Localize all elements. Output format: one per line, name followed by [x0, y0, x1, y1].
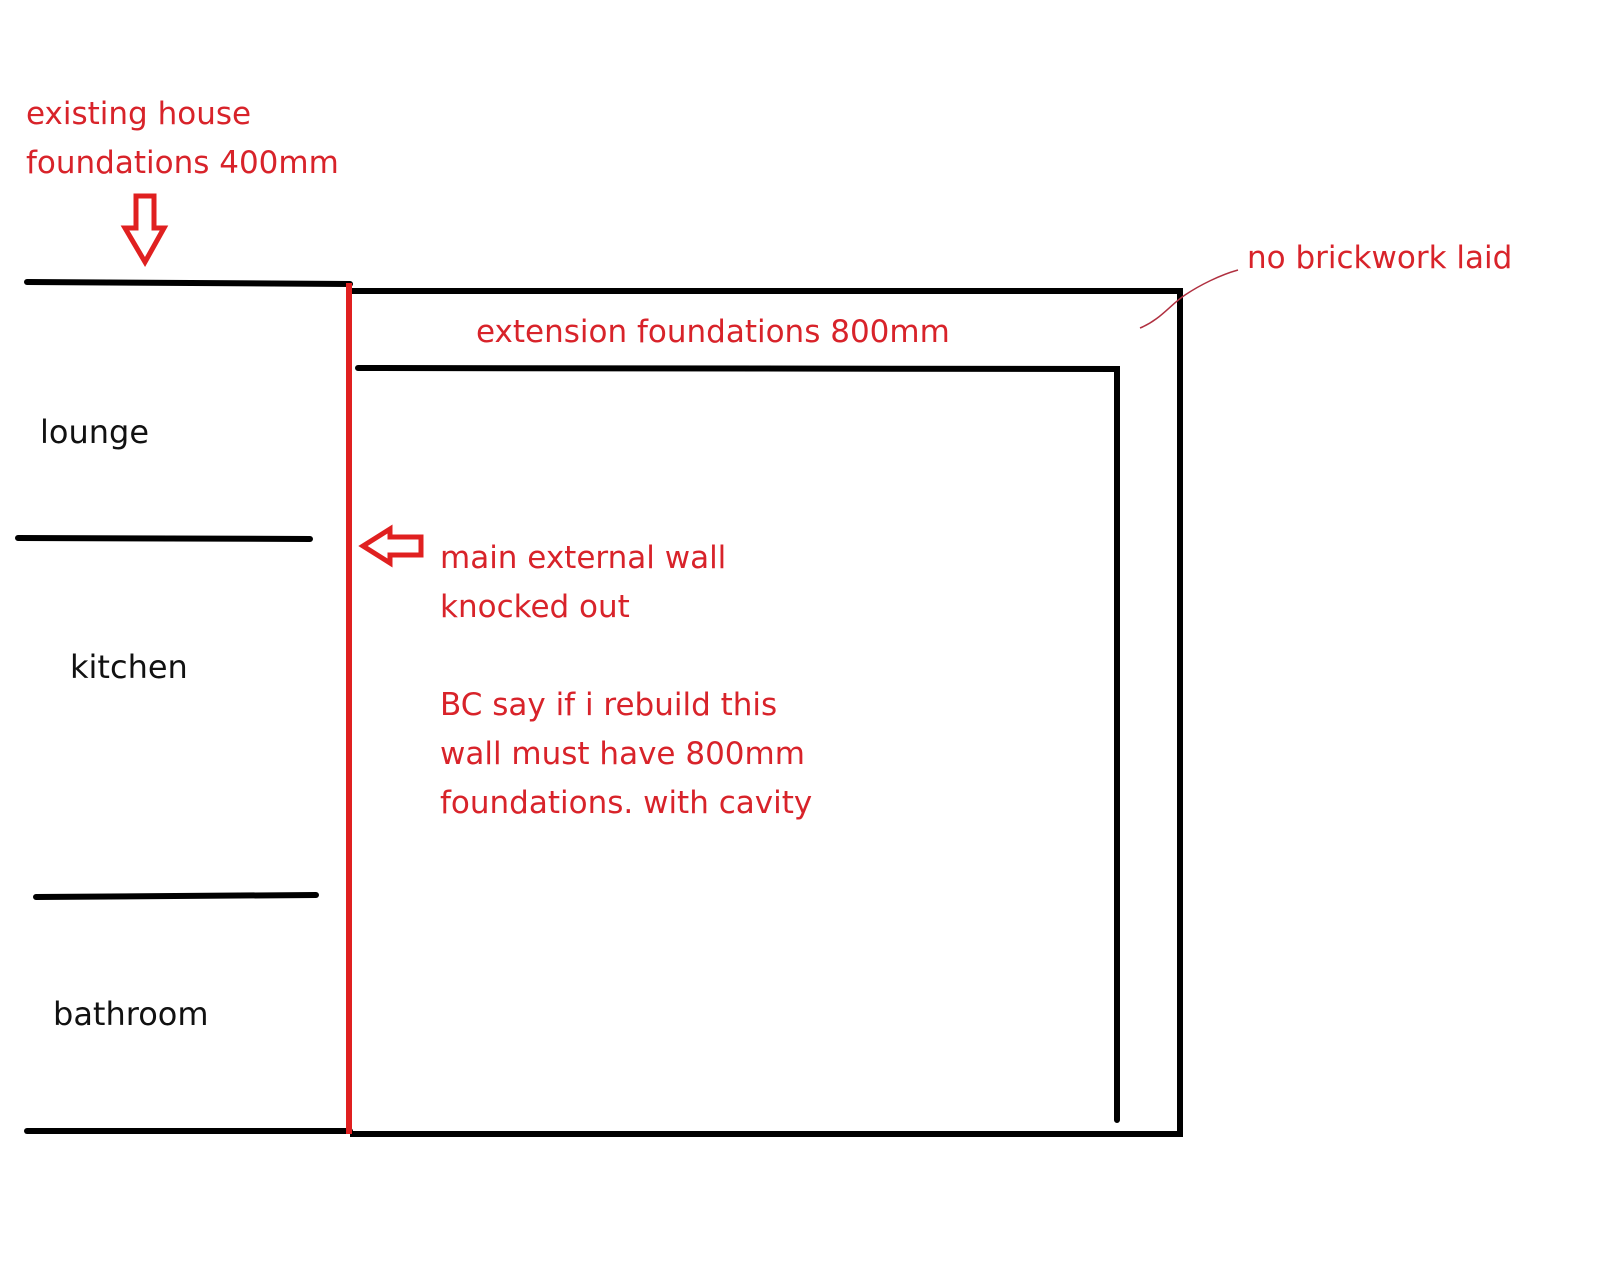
extension-inner-wall: [355, 365, 1120, 1123]
extension-foundations-label: extension foundations 800mm: [476, 314, 950, 350]
wall-label-1: main external wall: [440, 540, 726, 576]
existing-foundations-label-1: existing house: [26, 96, 251, 132]
bc-note-2: wall must have 800mm: [440, 736, 805, 772]
house-top-wall: [24, 279, 353, 287]
down-arrow-icon: [120, 193, 169, 268]
lounge-kitchen-divider: [15, 535, 313, 542]
wall-label-2: knocked out: [440, 589, 630, 625]
left-arrow-icon: [358, 524, 424, 568]
bc-note-1: BC say if i rebuild this: [440, 687, 777, 723]
room-kitchen: kitchen: [70, 648, 188, 686]
room-bathroom: bathroom: [53, 995, 209, 1033]
existing-foundations-label-2: foundations 400mm: [26, 145, 339, 181]
leader-line: [1139, 269, 1239, 329]
bc-note-3: foundations. with cavity: [440, 785, 812, 821]
kitchen-bathroom-divider: [33, 892, 319, 900]
extension-outer-foundation: [350, 288, 1183, 1137]
room-lounge: lounge: [40, 413, 149, 451]
no-brickwork-label: no brickwork laid: [1247, 240, 1512, 276]
